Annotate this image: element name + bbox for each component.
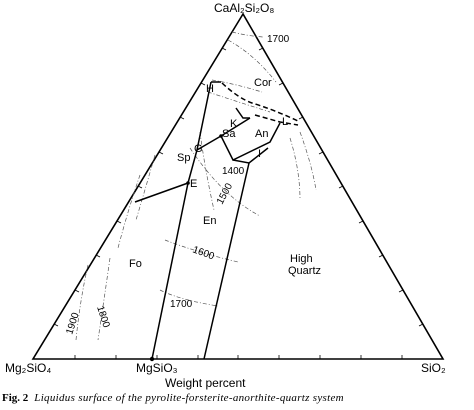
isotherm-label-1600: 1600	[191, 244, 216, 262]
point-label-k: K	[230, 118, 238, 130]
point-label-g: G	[194, 143, 203, 155]
point-label-h: H	[206, 83, 214, 95]
axis-label: Weight percent	[165, 376, 246, 390]
isotherm-label-1700-top: 1700	[267, 34, 290, 45]
point-label-l: L	[282, 116, 288, 128]
figure-number: Fig. 2	[2, 392, 29, 404]
figure-caption: Fig. 2 Liquidus surface of the pyrolite-f…	[0, 392, 474, 410]
dashed-boundaries	[221, 82, 301, 126]
vertex-label-top: CaAl₂Si₂O₈	[214, 1, 274, 15]
point-label-e: E	[190, 178, 197, 190]
isotherm-label-1900: 1900	[64, 311, 81, 336]
field-label-en: En	[203, 215, 216, 227]
point-markers	[149, 134, 223, 362]
phase-boundaries	[134, 81, 281, 360]
edge-ticks	[53, 47, 424, 359]
isotherm-label-1800: 1800	[94, 305, 111, 330]
isotherm-label-1500: 1500	[215, 181, 235, 206]
field-label-sa: Sa	[222, 128, 236, 140]
isotherm-label-1400: 1400	[222, 166, 245, 177]
vertex-label-bottom-mid: MgSiO₃	[136, 361, 178, 375]
point-label-i: I	[258, 148, 261, 160]
isotherm-label-1700: 1700	[170, 299, 193, 310]
field-label-quartz: Quartz	[288, 265, 321, 277]
vertex-label-left: Mg₂SiO₄	[5, 361, 51, 375]
field-label-sp: Sp	[177, 152, 190, 164]
field-label-an: An	[255, 128, 268, 140]
field-label-cor: Cor	[254, 77, 272, 89]
isotherm-curves	[75, 31, 317, 341]
field-label-high: High	[290, 253, 313, 265]
figure-caption-text: Liquidus surface of the pyrolite-forster…	[34, 392, 344, 404]
field-label-fo: Fo	[129, 258, 142, 270]
vertex-label-right: SiO₂	[421, 361, 446, 375]
